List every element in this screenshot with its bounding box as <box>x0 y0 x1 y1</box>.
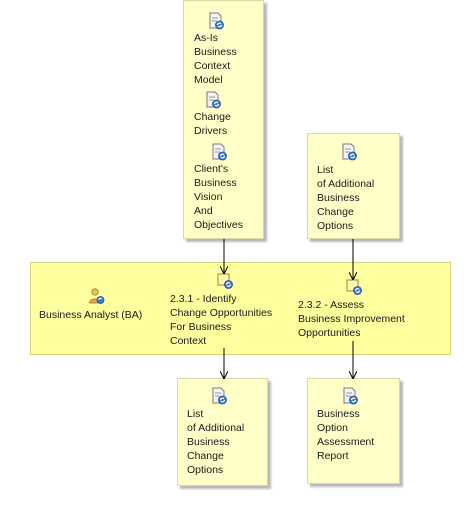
output-artifact-business-option-assessment-report: Business Option Assessment Report <box>307 378 400 484</box>
task-assess-business-improvement: 2.3.2 - Assess Business Improvement Oppo… <box>298 299 405 339</box>
process-band: Business Analyst (BA) 2.3.1 - Identify C… <box>30 262 451 355</box>
role-business-analyst: Business Analyst (BA) <box>39 309 143 321</box>
artifact-label: List of Additional Business Change Optio… <box>317 164 375 232</box>
artifact-change-drivers: Change Drivers <box>194 111 231 137</box>
task-identify-change-opportunities: 2.3.1 - Identify Change Opportunities Fo… <box>170 293 273 347</box>
artifact-as-is-business-context-model: As-Is Business Context Model <box>194 32 237 86</box>
artifact-clients-business-vision: Client's Business Vision And Objectives <box>194 163 244 231</box>
input-artifact-list-additional-options: List of Additional Business Change Optio… <box>307 133 400 239</box>
output-artifact-list-additional-options: List of Additional Business Change Optio… <box>177 378 268 486</box>
input-artifacts-group: As-Is Business Context Model Change Driv… <box>183 0 264 239</box>
artifact-label: Business Option Assessment Report <box>317 408 375 462</box>
artifact-label: List of Additional Business Change Optio… <box>187 408 245 476</box>
